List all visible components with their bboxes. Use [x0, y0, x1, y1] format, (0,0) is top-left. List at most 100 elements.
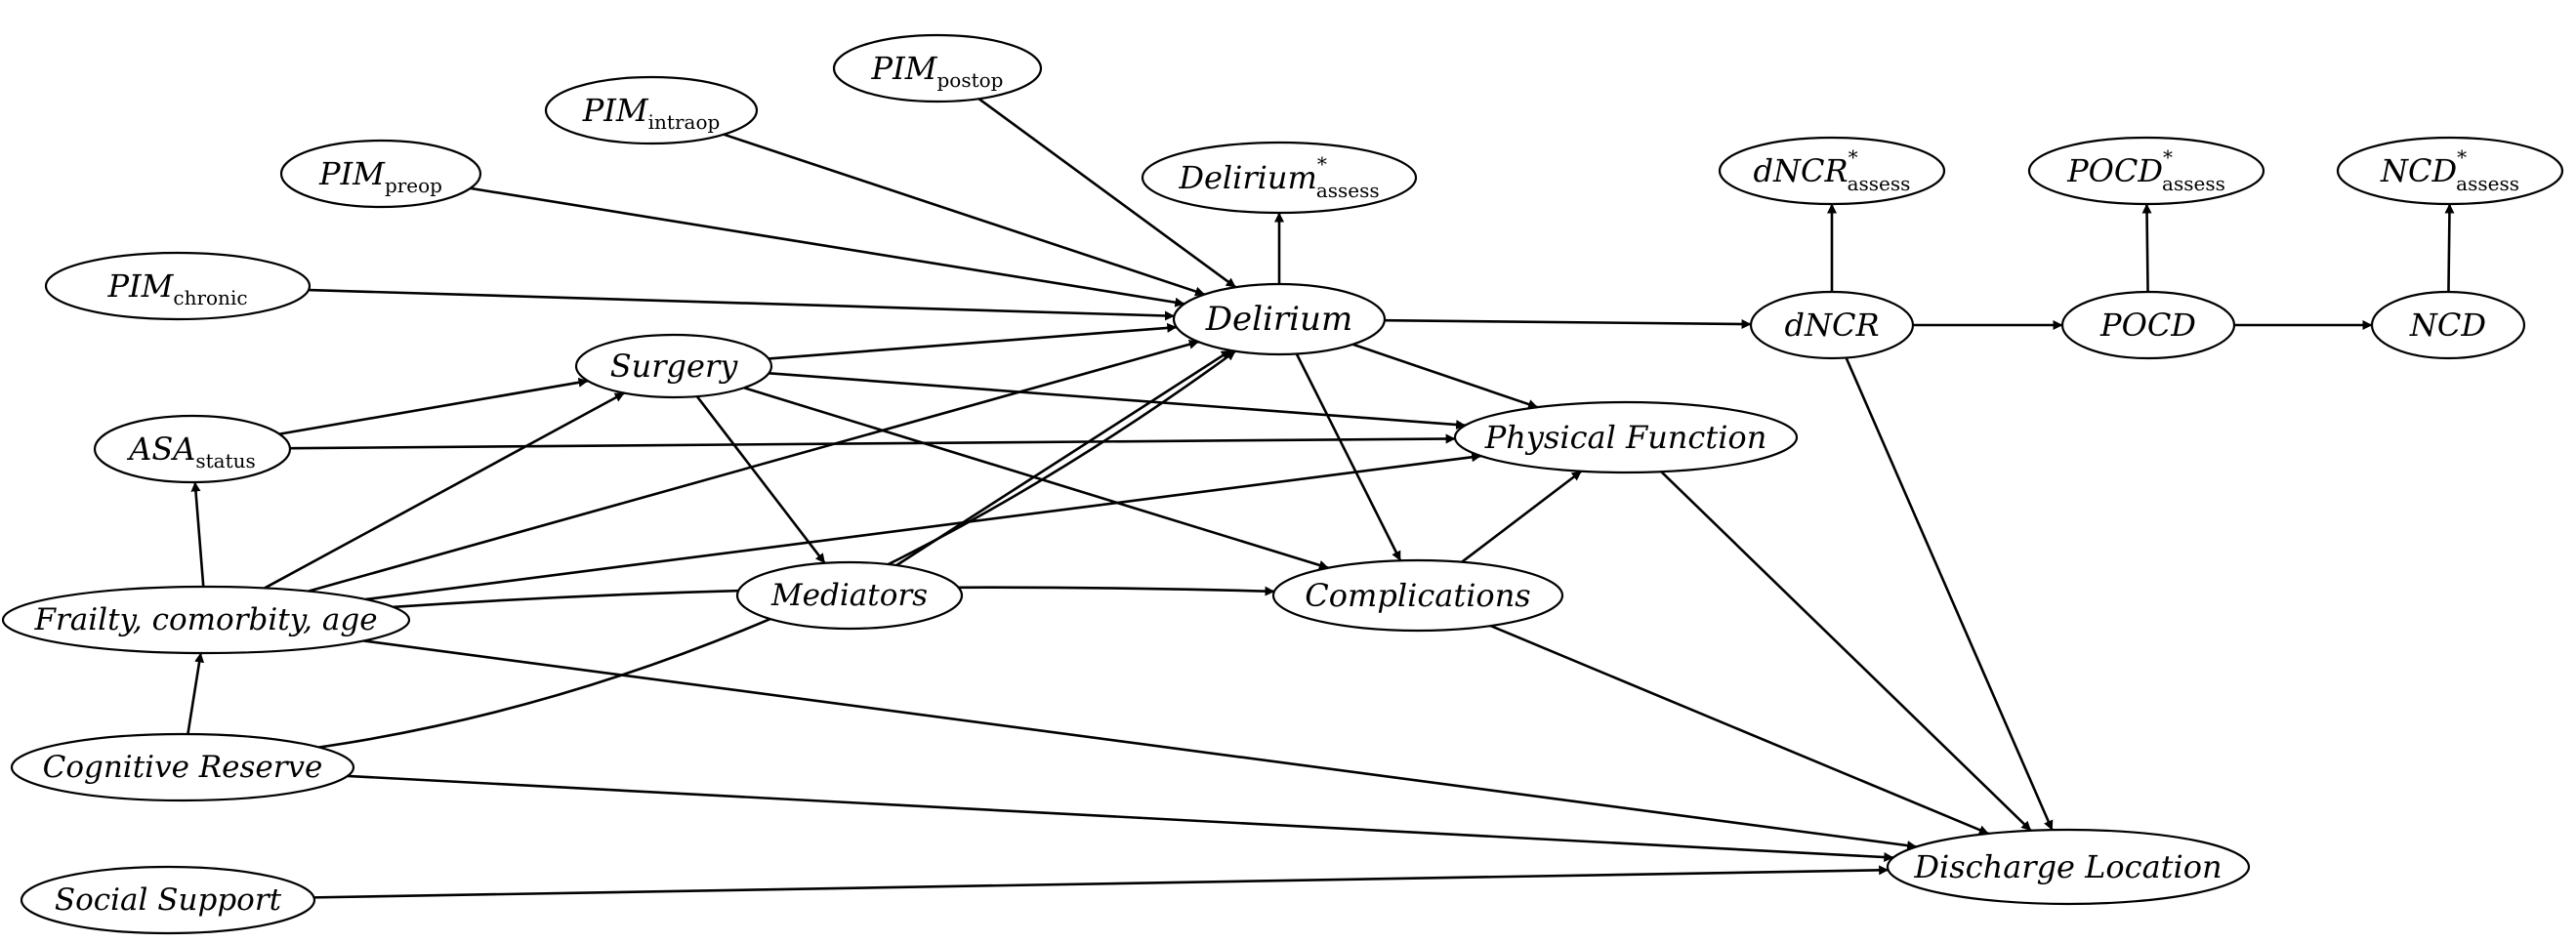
node-ellipse: [93, 414, 292, 484]
node-label: Cognitive Reserve: [43, 750, 323, 785]
edge-ncd-to-ncd-assess: [2444, 203, 2455, 293]
node-label-main: dNCR: [1754, 152, 1849, 189]
node-label: ASAstatus: [126, 430, 256, 472]
edge-pim-chronic-to-delirium: [309, 288, 1175, 321]
edge-delirium-to-physical-function: [1352, 343, 1539, 409]
node-label-main: Mediators: [770, 578, 928, 613]
node-label-subscript: intraop: [648, 110, 721, 134]
edge-surgery-to-delirium: [769, 322, 1178, 360]
node-label: POCD: [2099, 307, 2196, 344]
node-ellipse: [832, 33, 1043, 103]
edge-frailty-to-discharge-location: [363, 639, 1918, 851]
node-ellipse: [1718, 136, 1946, 206]
node-ncd-assess: NCD*assess: [2336, 136, 2564, 206]
node-label-main: Surgery: [610, 348, 739, 385]
node-label: PIMpreop: [318, 155, 442, 197]
node-pocd: POCD: [2060, 290, 2236, 360]
edge-surgery-to-physical-function: [769, 371, 1467, 430]
node-ellipse: [20, 865, 316, 935]
edge-asa-status-to-surgery: [278, 377, 589, 435]
edge-mediators-to-delirium: [895, 348, 1232, 567]
node-label-main: PIM: [318, 155, 386, 192]
node-mediators: Mediators: [735, 560, 964, 631]
node-label-main: POCD: [2066, 152, 2163, 189]
node-ellipse: [1, 585, 411, 655]
edge-cognitive-reserve-to-discharge-location: [347, 774, 1894, 863]
node-ellipse: [1453, 400, 1799, 474]
node-ellipse: [574, 333, 773, 399]
node-ellipse: [1141, 141, 1418, 215]
node-ellipse: [1886, 828, 2251, 906]
edge-delirium-to-complications: [1295, 352, 1402, 561]
node-label-main: Delirium: [1178, 159, 1317, 196]
node-surgery: Surgery: [574, 333, 773, 399]
node-label-subscript: assess: [2162, 172, 2225, 195]
node-label-subscript: assess: [1848, 172, 1911, 195]
node-ellipse: [10, 732, 355, 802]
node-label-main: PIM: [106, 267, 174, 305]
edge-complications-to-discharge-location: [1490, 624, 1989, 836]
node-ellipse: [279, 139, 482, 209]
node-pim-chronic: PIMchronic: [44, 251, 312, 321]
node-pocd-assess: POCD* assess: [2027, 136, 2265, 206]
node-label-superscript: *: [1849, 145, 1858, 169]
node-label-subscript: assess: [1316, 179, 1380, 202]
node-ellipse: [1172, 282, 1387, 356]
node-label-main: NCD: [2380, 152, 2457, 189]
node-label: NCD: [2409, 307, 2486, 344]
node-label-main: Frailty, comorbity, age: [33, 602, 377, 637]
node-social-support: Social Support: [20, 865, 316, 935]
node-ellipse: [2027, 136, 2265, 206]
node-label-main: Social Support: [55, 882, 282, 918]
node-pim-intraop: PIMintraop: [544, 75, 759, 145]
node-dncr-assess: dNCR* assess: [1718, 136, 1946, 206]
node-label-main: PIM: [582, 92, 649, 129]
node-discharge-location: Discharge Location: [1886, 828, 2251, 906]
node-label-subscript: preop: [385, 174, 442, 197]
node-label: dNCR: [1784, 307, 1879, 344]
edge-physical-function-to-discharge-location: [1660, 471, 2032, 832]
node-asa-status: ASAstatus: [93, 414, 292, 484]
node-label-subscript: postop: [936, 68, 1003, 92]
node-label: Discharge Location: [1913, 848, 2222, 885]
node-label-superscript: *: [1317, 152, 1327, 176]
node-ellipse: [44, 251, 312, 321]
node-label-superscript: *: [2163, 145, 2173, 169]
node-label: dNCR* assess: [1754, 145, 1911, 195]
edge-asa-status-to-physical-function: [289, 433, 1456, 450]
node-ellipse: [2336, 136, 2564, 206]
node-label-main: Delirium: [1205, 300, 1352, 339]
node-ellipse: [544, 75, 759, 145]
node-label: Social Support: [55, 882, 282, 918]
edge-frailty-to-surgery: [264, 391, 625, 590]
node-label: NCD*assess: [2380, 145, 2519, 195]
node-label: PIMintraop: [582, 92, 721, 134]
node-label: PIMchronic: [106, 267, 247, 309]
node-label-main: Complications: [1305, 577, 1530, 614]
node-physical-function: Physical Function: [1453, 400, 1799, 474]
node-label: Surgery: [610, 348, 739, 385]
edge-surgery-to-mediators: [695, 395, 826, 564]
node-label-main: dNCR: [1784, 307, 1879, 344]
node-label-subscript: status: [195, 449, 255, 472]
edge-frailty-to-asa-status: [190, 481, 205, 588]
node-label: POCD* assess: [2066, 145, 2225, 195]
node-label: Delirium: [1205, 300, 1352, 339]
edges-layer: [187, 98, 2455, 899]
node-ncd: NCD: [2370, 290, 2526, 360]
node-dncr: dNCR: [1749, 290, 1915, 360]
node-delirium: Delirium: [1172, 282, 1387, 356]
node-ellipse: [2370, 290, 2526, 360]
edge-cognitive-reserve-to-frailty: [187, 652, 205, 735]
node-pim-postop: PIMpostop: [832, 33, 1043, 103]
node-label-main: ASA: [126, 430, 195, 468]
node-label-main: PIM: [871, 50, 938, 87]
node-label-main: Discharge Location: [1913, 848, 2222, 885]
edge-complications-to-physical-function: [1461, 470, 1583, 563]
node-label: Physical Function: [1484, 419, 1767, 456]
node-frailty: Frailty, comorbity, age: [1, 585, 411, 655]
node-ellipse: [735, 560, 964, 631]
node-ellipse: [2060, 290, 2236, 360]
edge-pim-intraop-to-delirium: [723, 133, 1206, 297]
edge-dncr-to-discharge-location: [1845, 356, 2054, 831]
